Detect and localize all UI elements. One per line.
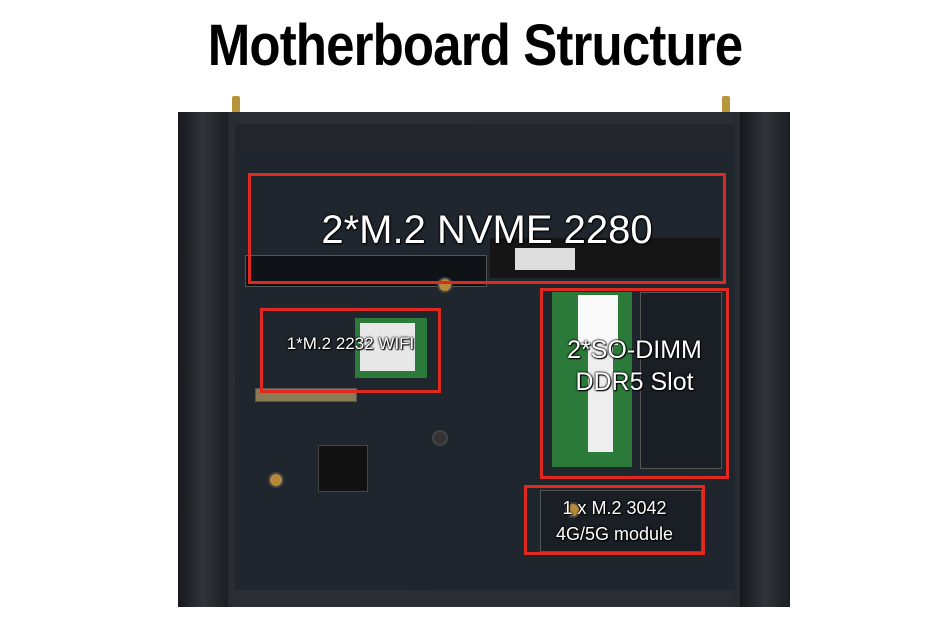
sodimm-annotation-line2: DDR5 Slot [575,368,694,396]
screw [565,502,581,518]
wwan-slot [540,490,702,552]
ram-slot [640,292,722,469]
chassis-rail [740,112,790,607]
wifi-label [360,323,415,371]
sodimm-annotation-line1: 2*SO-DIMM [567,336,702,364]
wifi-annotation: 1*M.2 2232 WIFI [286,334,415,353]
wifi-highlight-box [260,308,441,393]
page-title: Motherboard Structure [207,13,743,78]
screw [268,472,284,488]
wwan-annotation-line1: 1 x M.2 3042 [562,498,667,518]
screw [432,430,448,446]
wwan-highlight-box [524,485,705,555]
antenna-connector [722,96,730,118]
io-strip [235,124,735,154]
ite-chip [318,445,368,492]
nvme-annotation: 2*M.2 NVME 2280 [321,208,653,252]
nvme-highlight-box [248,173,726,284]
cpu-sticker [578,295,618,345]
ssd-label [515,248,575,270]
antenna-connector [232,96,240,118]
chassis-rail [178,112,228,607]
wwan-annotation-line2: 4G/5G module [555,524,674,544]
sodimm-highlight-box [540,288,729,479]
